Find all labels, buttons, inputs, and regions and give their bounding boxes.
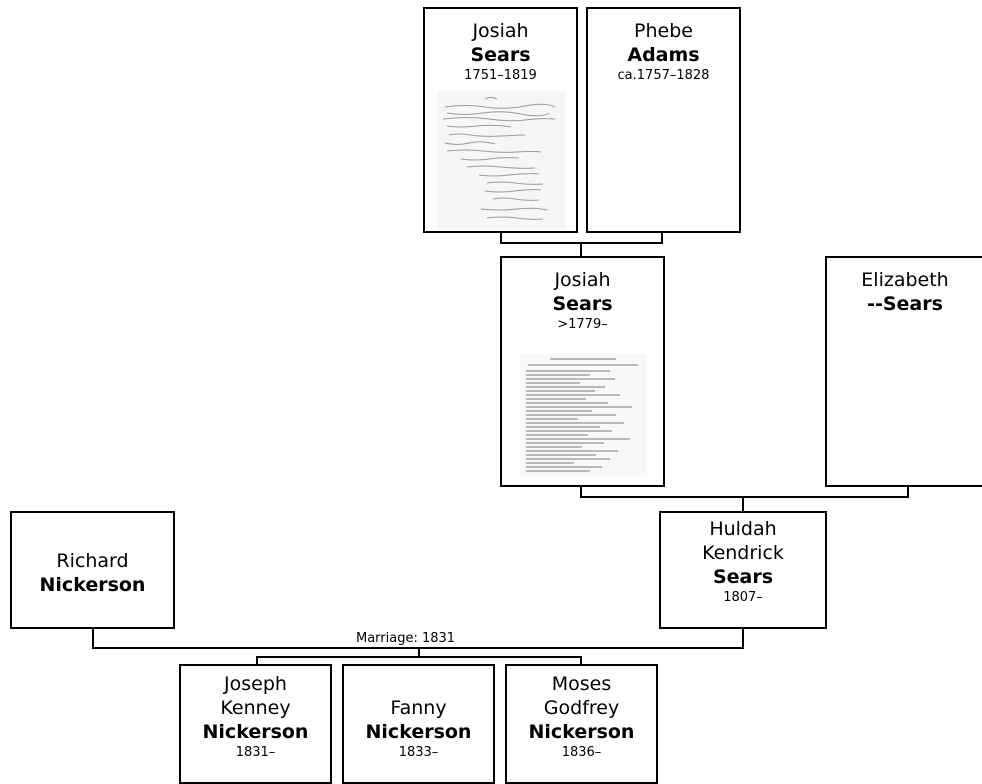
life-years: ca.1757–1828 xyxy=(617,68,710,83)
connector-line xyxy=(742,496,744,512)
person-card-moses-godfrey-nickerson[interactable]: Moses Godfrey Nickerson 1836– xyxy=(505,664,658,784)
connector-line xyxy=(256,656,582,658)
surname: Adams xyxy=(627,44,700,66)
person-card-josiah-sears-1779[interactable]: Josiah Sears >1779– xyxy=(500,256,665,487)
connector-line xyxy=(418,647,420,658)
surname: Nickerson xyxy=(365,721,472,743)
surname: --Sears xyxy=(867,293,943,315)
given-name: Josiah xyxy=(472,20,529,42)
surname: Sears xyxy=(552,293,613,315)
connector-line xyxy=(580,656,582,665)
connector-line xyxy=(907,486,909,498)
life-years: 1751–1819 xyxy=(464,68,537,83)
connector-line xyxy=(500,232,502,244)
handwritten-document-thumbnail xyxy=(437,91,566,229)
person-card-josiah-sears-1751[interactable]: Josiah Sears 1751–1819 xyxy=(423,7,578,233)
surname: Sears xyxy=(712,566,774,588)
person-card-phebe-adams[interactable]: Phebe Adams ca.1757–1828 xyxy=(586,7,741,233)
person-card-fanny-nickerson[interactable]: Fanny Nickerson 1833– xyxy=(342,664,495,784)
life-years: >1779– xyxy=(557,317,608,332)
connector-line xyxy=(256,656,258,665)
connector-line xyxy=(92,628,94,649)
given-name: Fanny xyxy=(390,697,447,719)
connector-line xyxy=(580,242,582,257)
typed-document-thumbnail xyxy=(520,354,647,476)
person-card-joseph-kenney-nickerson[interactable]: Joseph Kenney Nickerson 1831– xyxy=(179,664,332,784)
connector-line xyxy=(742,628,744,649)
surname: Nickerson xyxy=(528,721,635,743)
connector-line xyxy=(580,486,582,498)
surname: Sears xyxy=(470,44,531,66)
surname: Nickerson xyxy=(202,721,309,743)
life-years: 1833– xyxy=(398,745,439,760)
given-name: Phebe xyxy=(634,20,693,42)
given-name: Joseph Kenney xyxy=(220,673,291,719)
given-name: Moses Godfrey xyxy=(543,673,620,719)
person-card-huldah-kendrick-sears[interactable]: Huldah Kendrick Sears 1807– xyxy=(659,511,827,629)
given-name: Richard xyxy=(56,550,129,572)
life-years: 1807– xyxy=(723,590,763,605)
given-name: Elizabeth xyxy=(861,269,949,291)
person-card-elizabeth-sears[interactable]: Elizabeth --Sears xyxy=(825,256,982,487)
person-card-richard-nickerson[interactable]: Richard Nickerson xyxy=(10,511,175,629)
given-name: Huldah Kendrick xyxy=(702,518,784,564)
given-name: Josiah xyxy=(554,269,611,291)
connector-line xyxy=(661,232,663,244)
marriage-label: Marriage: 1831 xyxy=(354,631,458,646)
life-years: 1836– xyxy=(561,745,602,760)
connector-line xyxy=(580,496,909,498)
life-years: 1831– xyxy=(235,745,276,760)
surname: Nickerson xyxy=(39,574,146,596)
